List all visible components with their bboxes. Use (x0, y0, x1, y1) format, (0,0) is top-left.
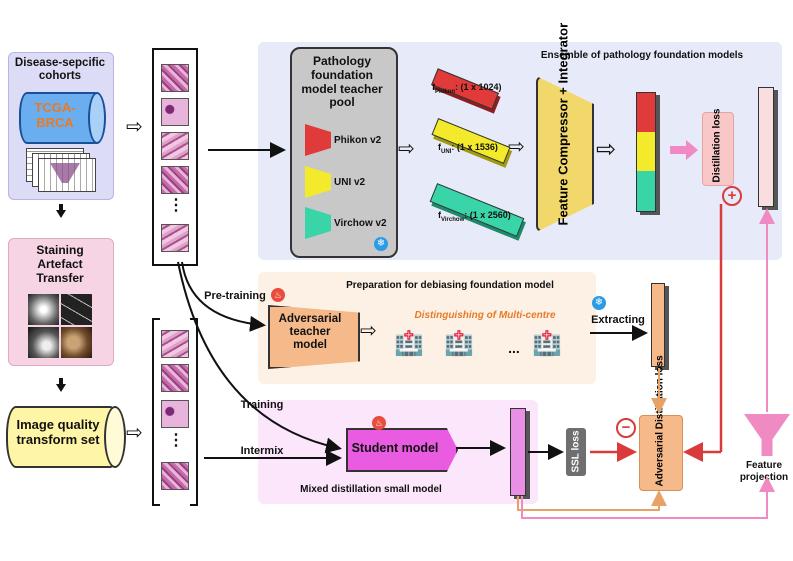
feature-dim: (1 x 1024) (460, 82, 502, 92)
hollow-arrow-icon: ⇨ (596, 136, 617, 163)
tissue-tile (161, 224, 189, 252)
feature-prefix: f (438, 142, 441, 152)
training-arrow (177, 261, 342, 454)
feature-name: UNI (441, 148, 452, 155)
hospital-icon: 🏥 (394, 330, 424, 357)
tile-bracket-top (152, 48, 196, 266)
fire-icon: ♨ (271, 288, 285, 302)
quality-cylinder-cap (104, 406, 126, 468)
feature-compressor-box (536, 76, 594, 232)
hollow-arrow-icon: ⇨ (398, 138, 415, 160)
tcga-label: TCGA-BRCA (34, 100, 76, 130)
hospital-icon: 🏥 (532, 330, 562, 357)
tcga-cylinder-cap (88, 92, 106, 144)
ensemble-title: Ensemble of pathology foundation models (540, 50, 744, 61)
multi-centre-ellipsis: ... (508, 340, 520, 356)
adversarial-teacher-box (268, 305, 360, 369)
tissue-tile (161, 132, 189, 160)
feature-name: Phikon (435, 88, 456, 95)
cohorts-title: Disease-sepcific cohorts (14, 57, 106, 83)
teacher-target-feature-bar (758, 87, 774, 207)
feature-dim: (1 x 1536) (456, 142, 498, 152)
ssl-loss-box (566, 428, 586, 476)
minus-circle-icon: − (616, 418, 636, 438)
down-arrow-2 (56, 384, 66, 392)
intermix-label: Intermix (240, 445, 284, 457)
vertical-ellipsis: ⋮ (168, 432, 184, 449)
pretraining-arrow (181, 261, 266, 332)
distillation-input-arrow (670, 140, 698, 160)
uni-feature-label: fUNI: (1 x 1536) (438, 142, 498, 155)
tissue-tile (161, 364, 189, 392)
down-arrow-1-stem (59, 204, 63, 211)
hollow-arrow-icon: ⇨ (360, 320, 377, 342)
quality-cylinder (6, 406, 120, 468)
hollow-arrow-icon: ⇨ (126, 116, 143, 138)
staining-title: Staining Artefact Transfer (36, 243, 84, 285)
feature-dim: (1 x 2560) (469, 210, 511, 220)
bracket-bottom-left (152, 318, 160, 506)
hollow-arrow-icon: ⇨ (508, 136, 525, 158)
tissue-tile (161, 462, 189, 490)
student-model-label: Student model (351, 441, 439, 455)
mixed-title: Mixed distillation small model (300, 484, 442, 495)
slide-stack-icon (26, 148, 96, 192)
fire-icon: ♨ (372, 416, 386, 430)
student-to-projection-pink (521, 476, 775, 519)
vertical-ellipsis: ⋮ (168, 197, 184, 214)
debias-title: Preparation for debiasing foundation mod… (346, 280, 554, 291)
down-arrow-1 (56, 210, 66, 218)
student-to-adversarial-orange (517, 490, 667, 511)
tissue-tile (161, 330, 189, 358)
quality-title: Image quality transform set (16, 417, 100, 447)
virchow-feature-label: fVirchow: (1 x 2560) (438, 210, 511, 223)
snowflake-icon: ❄ (374, 237, 388, 251)
phikon-model-label: Phikon v2 (334, 135, 382, 146)
plus-circle-icon: + (722, 186, 742, 206)
bracket-top-right (190, 48, 198, 266)
feature-prefix: f (432, 82, 435, 92)
virchow-model-label: Virchow v2 (334, 218, 387, 229)
pretraining-label: Pre-training (204, 290, 266, 302)
snowflake-icon: ❄ (592, 296, 606, 310)
debiased-feature-bar (651, 283, 665, 367)
hollow-arrow-icon: ⇨ (126, 422, 143, 444)
feature-name: Virchow (441, 216, 465, 223)
adversarial-teacher-label: Adversarial teacher model (278, 313, 342, 352)
minus-symbol: − (621, 419, 631, 436)
hospital-icon: 🏥 (444, 330, 474, 357)
artefact-samples-grid (28, 294, 92, 358)
plus-symbol: + (727, 187, 737, 204)
phikon-feature-label: fPhikon: (1 x 1024) (432, 82, 502, 95)
tissue-tile (161, 98, 189, 126)
student-feature-bar (510, 408, 526, 496)
bracket-top-left (152, 48, 160, 266)
down-arrow-2-stem (59, 378, 63, 385)
tissue-tile (161, 400, 189, 428)
integrated-feature-bar (636, 92, 656, 212)
tissue-tile (161, 64, 189, 92)
teacher-pool-title: Pathology foundation model teacher pool (301, 54, 383, 110)
distillation-loss-box (702, 112, 734, 186)
training-label: Training (240, 399, 284, 411)
tissue-tile (161, 166, 189, 194)
student-model-box (346, 428, 458, 472)
adversarial-loss-box (639, 415, 683, 491)
extracting-label: Extracting (591, 314, 645, 326)
feature-prefix: f (438, 210, 441, 220)
uni-model-label: UNI v2 (334, 177, 366, 188)
distinguishing-label: Distinguishing of Multi-centre (414, 310, 556, 321)
